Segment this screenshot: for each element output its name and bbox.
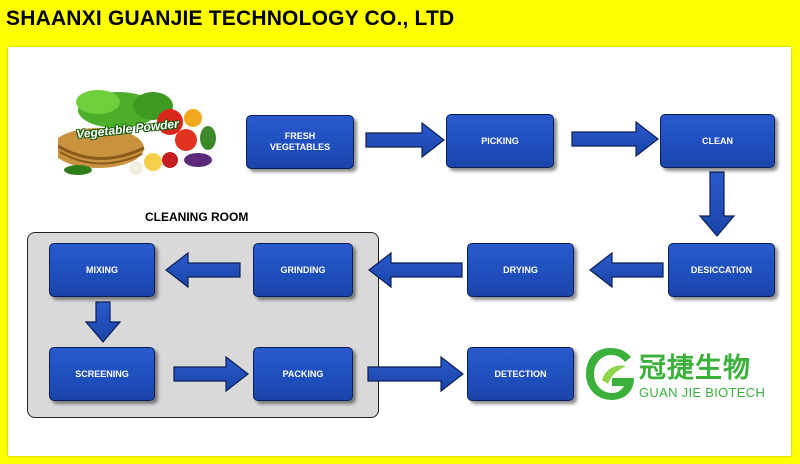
step-grinding: GRINDING <box>253 243 353 297</box>
step-screening: SCREENING <box>49 347 155 401</box>
arrow-clean-to-desiccation <box>698 171 736 237</box>
vegetable-powder-illustration: Vegetable Powder <box>52 88 220 180</box>
arrow-picking-to-clean <box>571 120 659 158</box>
step-packing: PACKING <box>253 347 353 401</box>
leaf-g-icon <box>586 348 634 400</box>
step-desiccation: DESICCATION <box>668 243 775 297</box>
vegetable-basket-image <box>52 90 216 175</box>
arrow-grinding-to-mixing <box>165 251 241 289</box>
step-fresh-vegetables: FRESH VEGETABLES <box>246 115 354 169</box>
step-clean: CLEAN <box>660 114 775 168</box>
guanjie-biotech-logo: 冠捷生物 GUAN JIE BIOTECH <box>584 344 784 404</box>
step-detection: DETECTION <box>467 347 574 401</box>
arrow-screening-to-packing <box>173 355 249 393</box>
step-mixing: MIXING <box>49 243 155 297</box>
arrow-drying-to-grinding <box>368 251 463 289</box>
arrow-mixing-to-screening <box>84 301 122 343</box>
cleaning-room-label: CLEANING ROOM <box>145 210 249 224</box>
step-picking: PICKING <box>446 114 554 168</box>
arrow-desiccation-to-drying <box>589 251 664 289</box>
company-title: SHAANXI GUANJIE TECHNOLOGY CO., LTD <box>6 7 455 30</box>
arrow-fresh-to-picking <box>365 121 445 159</box>
header-bar: SHAANXI GUANJIE TECHNOLOGY CO., LTD <box>0 0 800 42</box>
logo-chinese-name: 冠捷生物 <box>639 353 751 384</box>
arrow-packing-to-detection <box>367 355 464 393</box>
logo-english-name: GUAN JIE BIOTECH <box>639 385 766 400</box>
step-drying: DRYING <box>467 243 574 297</box>
